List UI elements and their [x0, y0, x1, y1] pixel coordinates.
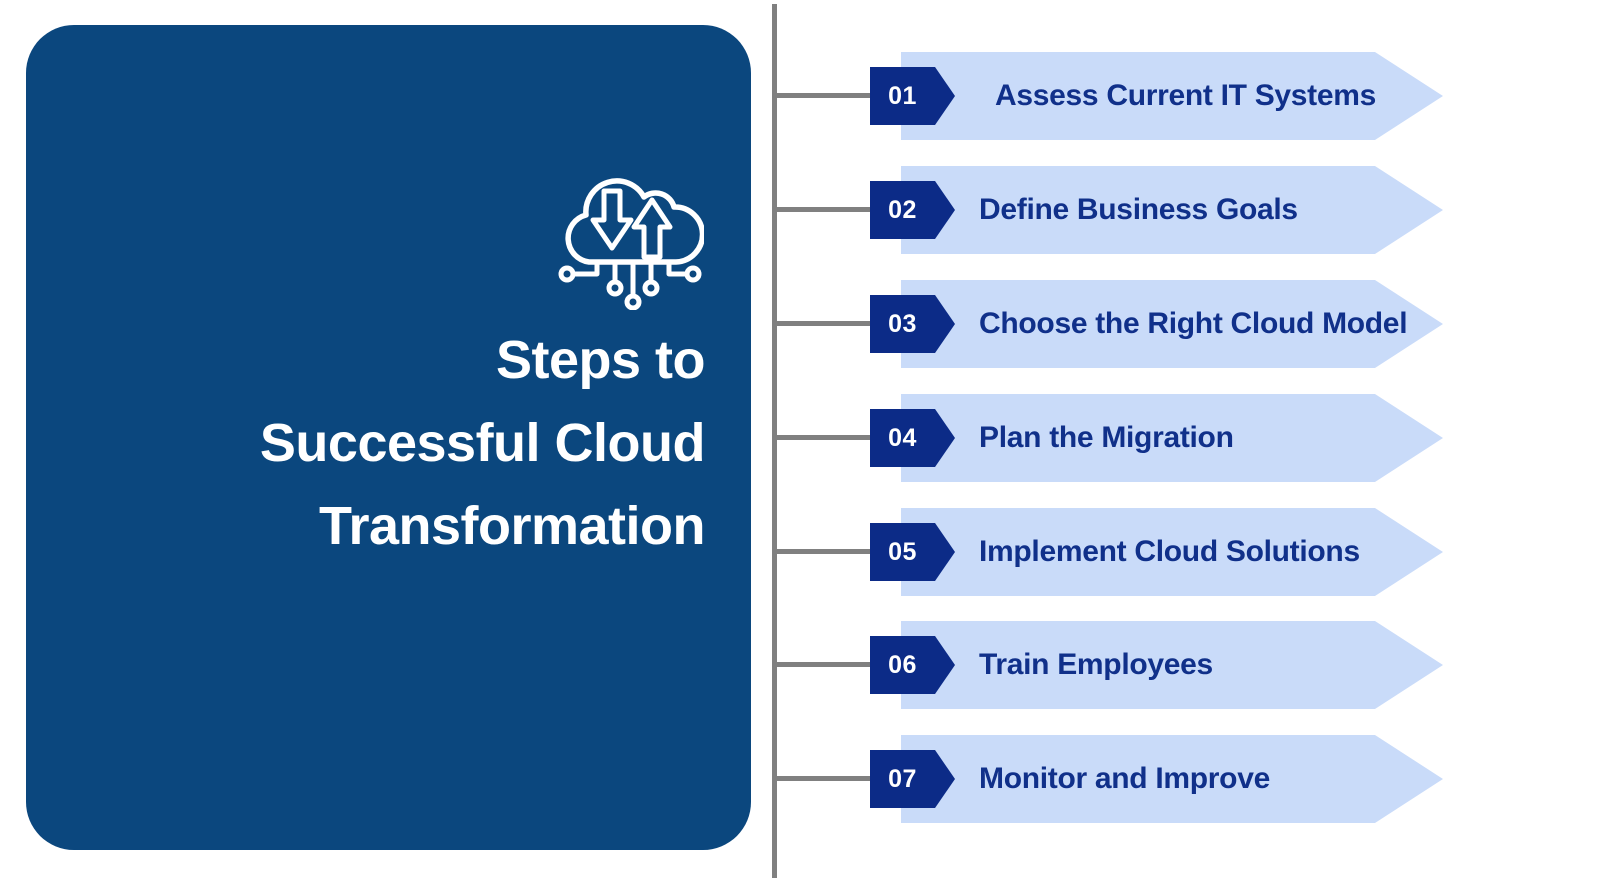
step-row-4: Plan the Migration 04: [774, 394, 1454, 482]
step-label: Train Employees: [979, 648, 1213, 681]
step-connector-line: [774, 207, 874, 212]
step-label: Monitor and Improve: [979, 762, 1270, 795]
title-card-panel: Steps to Successful Cloud Transformation: [26, 25, 751, 850]
step-banner-arrow: [901, 52, 1443, 140]
step-label: Choose the Right Cloud Model: [979, 307, 1408, 340]
step-label: Define Business Goals: [979, 193, 1298, 226]
step-connector-line: [774, 549, 874, 554]
timeline-spine-line: [772, 4, 777, 878]
step-number: 03: [888, 310, 917, 338]
step-number-tag: 05: [870, 523, 955, 581]
step-banner-arrow: [901, 508, 1443, 596]
step-row-3: Choose the Right Cloud Model 03: [774, 280, 1454, 368]
step-number: 05: [888, 538, 917, 566]
step-number-tag: 07: [870, 750, 955, 808]
step-label: Implement Cloud Solutions: [979, 535, 1360, 568]
step-banner-arrow: [901, 621, 1443, 709]
step-number: 02: [888, 196, 917, 224]
step-connector-line: [774, 321, 874, 326]
step-connector-line: [774, 93, 874, 98]
step-number: 06: [888, 651, 917, 679]
step-row-7: Monitor and Improve 07: [774, 735, 1454, 823]
step-number: 04: [888, 424, 917, 452]
step-banner-arrow: [901, 166, 1443, 254]
step-number-tag: 04: [870, 409, 955, 467]
step-banner-arrow: [901, 394, 1443, 482]
step-banner-arrow: [901, 735, 1443, 823]
step-label: Plan the Migration: [979, 421, 1234, 454]
step-number: 01: [888, 82, 917, 110]
step-number: 07: [888, 765, 917, 793]
step-number-tag: 06: [870, 636, 955, 694]
step-label: Assess Current IT Systems: [995, 79, 1377, 112]
step-banner-arrow: [901, 280, 1443, 368]
step-connector-line: [774, 776, 874, 781]
step-connector-line: [774, 662, 874, 667]
step-connector-line: [774, 435, 874, 440]
page-title: Steps to Successful Cloud Transformation: [259, 330, 706, 556]
step-number-tag: 01: [870, 67, 955, 125]
step-number-tag: 02: [870, 181, 955, 239]
step-row-1: Assess Current IT Systems 01: [774, 52, 1454, 140]
step-number-tag: 03: [870, 295, 955, 353]
step-row-2: Define Business Goals 02: [774, 166, 1454, 254]
step-row-5: Implement Cloud Solutions 05: [774, 508, 1454, 596]
step-row-6: Train Employees 06: [774, 621, 1454, 709]
cloud-data-transfer-icon: [558, 178, 704, 310]
